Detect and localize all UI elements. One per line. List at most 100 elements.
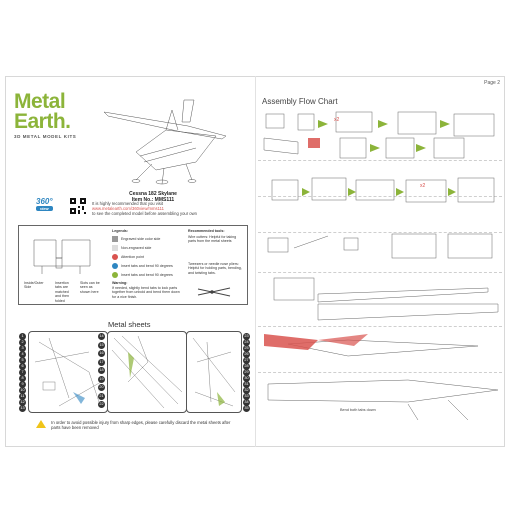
part-number-badge: 30 — [243, 375, 250, 382]
metal-sheet-2 — [107, 331, 187, 413]
part-number-badge: 26 — [243, 351, 250, 358]
brand-tagline: 3D METAL MODEL KITS — [14, 134, 77, 139]
engraved-swatch-icon — [112, 236, 118, 242]
quantity-multiplier: x2 — [420, 183, 426, 189]
tool-warning-title: Warning: — [112, 281, 128, 285]
metal-sheet-3 — [186, 331, 242, 413]
non-engraved-swatch-icon — [112, 245, 118, 251]
brand-name-line2: Earth. — [14, 110, 71, 133]
part-number-badge: 3 — [19, 345, 26, 352]
pliers-icon — [197, 287, 231, 297]
cessna-line-drawing — [103, 99, 227, 185]
part-number-badge: 10 — [19, 387, 26, 394]
qr-code-icon[interactable] — [70, 198, 86, 214]
part-number-badge: 11 — [19, 393, 26, 400]
part-number-badge: 14 — [98, 333, 105, 340]
brand-logo: Metal Earth. 3D METAL MODEL KITS — [14, 90, 77, 140]
flow-row-divider — [258, 196, 502, 197]
metal-sheet-2-parts — [111, 335, 183, 409]
part-number-badge: 23 — [243, 333, 250, 340]
part-number-badge: 32 — [243, 387, 250, 394]
metal-sheet-3-parts — [192, 337, 236, 407]
part-number-badge: 12 — [19, 399, 26, 406]
part-number-badge: 27 — [243, 357, 250, 364]
legend-item: Engraved side color side — [112, 236, 184, 242]
safety-warning-text: In order to avoid possible injury from s… — [51, 420, 231, 430]
part-number-badge: 16 — [98, 350, 105, 357]
tool-warning-text: If needed, slightly bend tabs to lock pa… — [112, 286, 180, 299]
part-number-badge: 20 — [98, 384, 105, 391]
view360-label: 360° — [36, 197, 53, 206]
view360-sub: view — [36, 206, 53, 211]
visit-note-link[interactable]: www.metalearth.com/360view/mms111 — [92, 206, 164, 211]
part-number-badge: 22 — [98, 401, 105, 408]
tab-side-label: Inside/Outer Side — [24, 281, 44, 290]
legend-item: Insert tabs and bend 90 degrees — [112, 272, 184, 278]
part-number-badge: 4 — [19, 351, 26, 358]
part-number-badge: 25 — [243, 345, 250, 352]
tab-diagram — [33, 239, 91, 274]
attention-icon — [112, 254, 118, 260]
part-number-badge: 28 — [243, 363, 250, 370]
legend-item: Insert tabs and bend 90 degrees — [112, 263, 184, 269]
flow-row-divider — [258, 272, 502, 273]
legend-item-label: Non-engraved side — [121, 245, 152, 250]
assembly-flow-diagrams — [263, 111, 499, 421]
part-number-badge: 33 — [243, 393, 250, 400]
safety-warning: In order to avoid possible injury from s… — [36, 420, 236, 430]
model-item-no: Item No.: MMS111 — [131, 197, 175, 203]
model-caption: Cessna 182 Skylane Item No.: MMS111 — [108, 191, 198, 203]
flow-row-divider — [258, 372, 502, 373]
recommended-tools-title: Recommended tools: — [188, 229, 225, 233]
legends-list: Engraved side color side Non-engraved si… — [112, 236, 184, 278]
visit-note: It is highly recommended that you visit … — [92, 201, 242, 216]
part-number-badge: 29 — [243, 369, 250, 376]
visit-note-line2: to see the completed model before assemb… — [92, 211, 197, 216]
tool-wire-cutters: Wire cutters: Helpful for taking parts f… — [188, 235, 237, 244]
part-number-badge: 1 — [19, 333, 26, 340]
metal-sheet-1-parts — [34, 337, 102, 407]
part-number-badge: 6 — [19, 363, 26, 370]
flow-row-divider — [258, 160, 502, 161]
part-number-badge: 17 — [98, 358, 105, 366]
metal-sheets-title: Metal sheets — [108, 320, 151, 329]
part-number-badge: 5 — [19, 357, 26, 364]
part-number-badge: 21 — [98, 392, 105, 400]
part-number-badge: 8 — [19, 375, 26, 382]
bend-note: Bend both tabs down — [340, 408, 376, 412]
view360-badge: 360° view — [36, 197, 53, 211]
legend-item-label: Attention point — [121, 254, 144, 259]
part-number-badge: 31 — [243, 381, 250, 388]
brand-name-line1: Metal — [14, 90, 66, 113]
legend-item: Non-engraved side — [112, 245, 184, 251]
legend-panel — [18, 225, 248, 305]
legends-title: Legends: — [112, 229, 128, 233]
legend-item: Attention point — [112, 254, 184, 260]
page-number: Page 2 — [484, 80, 500, 86]
part-number-badge: 9 — [19, 381, 26, 388]
bend-tabs-icon — [112, 272, 118, 278]
fold-line — [255, 76, 256, 447]
part-number-badge: 18 — [98, 367, 105, 374]
part-number-badge: 7 — [19, 369, 26, 376]
part-number-badge: 34 — [243, 399, 250, 406]
part-number-badge: 2 — [19, 339, 26, 346]
tool-tweezers: Tweezers or needle nose pliers: Helpful … — [188, 262, 242, 275]
flow-chart-title: Assembly Flow Chart — [262, 97, 338, 106]
tab-mid-label: Insertion tabs are matched and then fold… — [55, 281, 69, 303]
flow-row-divider — [258, 232, 502, 233]
part-number-badge: 13 — [19, 405, 26, 412]
tab-right-label: Slots can be seen as shown here — [80, 281, 100, 294]
legend-item-label: Engraved side color side — [121, 236, 161, 241]
model-name: Cessna 182 Skylane — [129, 191, 177, 197]
quantity-multiplier: x2 — [334, 117, 340, 123]
warning-triangle-icon — [36, 420, 46, 428]
flow-row-divider — [258, 326, 502, 327]
bend-90-icon — [112, 263, 118, 269]
part-number-badge: 19 — [98, 375, 105, 383]
part-number-badge: 15 — [98, 341, 105, 349]
visit-note-line1: It is highly recommended that you visit — [92, 201, 163, 206]
part-number-badge: 24 — [243, 339, 250, 346]
legend-item-label: Insert tabs and bend 90 degrees — [121, 272, 173, 277]
metal-sheet-1 — [28, 331, 108, 413]
